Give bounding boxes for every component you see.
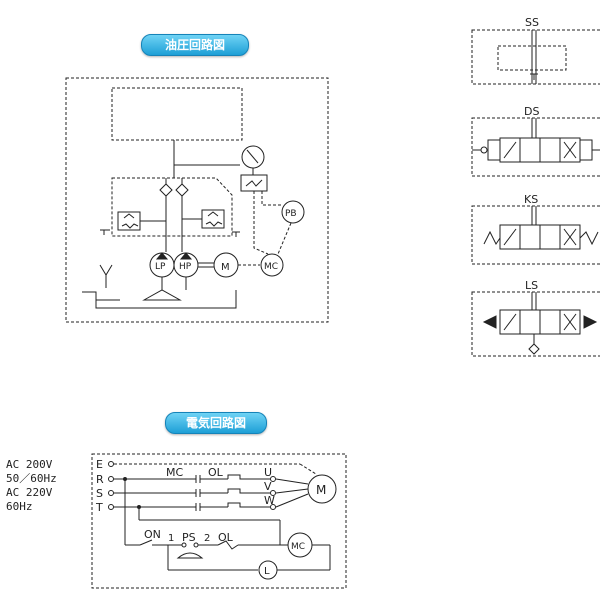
terminal-u: U <box>264 466 272 479</box>
terminal-s: S <box>96 487 103 500</box>
supply-line-3: AC 220V <box>6 486 53 499</box>
mc-coil-icon <box>260 253 284 277</box>
pressure-gauge-icon <box>241 145 265 175</box>
electrical-frame <box>91 453 347 589</box>
node-1-label: 1 <box>168 533 174 544</box>
relief-valve-icon <box>100 211 166 235</box>
pressure-switch-icon <box>240 174 268 192</box>
power-supply-text: AC 200V 50／60Hz AC 220V 60Hz <box>6 458 57 514</box>
electrical-circuit: E R S T MC OL U V W M <box>91 453 347 589</box>
mc-contact-label: MC <box>166 466 183 479</box>
motor-symbol-label: M <box>316 483 326 497</box>
mc-coil-label: MC <box>291 542 305 552</box>
on-switch-label: ON <box>144 528 161 541</box>
tank-block <box>111 87 243 141</box>
hydraulic-frame <box>65 77 329 323</box>
valve-ss <box>471 29 600 85</box>
motor-label: M <box>221 262 230 273</box>
terminal-v: V <box>264 480 272 493</box>
valve-ls <box>471 291 600 357</box>
ol-label: OL <box>208 466 224 479</box>
supply-line-2: 50／60Hz <box>6 472 57 485</box>
check-valve-icon <box>159 178 189 252</box>
pb-label: PB <box>285 209 297 219</box>
terminal-e: E <box>96 458 103 471</box>
pb-button-icon <box>281 200 305 224</box>
supply-line-1: AC 200V <box>6 458 53 471</box>
valve-ss-label: SS <box>525 16 539 29</box>
electrical-circuit-title: 電気回路図 <box>165 412 267 434</box>
hydraulic-circuit: LP HP M MC PB <box>65 77 329 323</box>
valve-ds-label: DS <box>524 105 539 118</box>
lp-label: LP <box>155 262 166 272</box>
tank-line <box>82 290 237 309</box>
node-2-label: 2 <box>204 533 210 544</box>
ol-switch-label: OL <box>218 531 234 544</box>
ps-label: PS <box>182 531 196 544</box>
lamp-label: L <box>264 566 270 577</box>
relief-valve-icon <box>182 209 240 237</box>
hydraulic-circuit-title: 油圧回路図 <box>141 34 249 56</box>
valve-ks <box>471 205 600 265</box>
motor-symbol <box>307 474 337 504</box>
mc-label: MC <box>264 262 278 272</box>
manifold-block <box>111 177 233 237</box>
terminal-w: W <box>264 494 275 507</box>
terminal-r: R <box>96 473 104 486</box>
air-breather-icon <box>99 264 113 288</box>
hp-label: HP <box>179 262 192 272</box>
valve-ds <box>471 117 600 177</box>
supply-line-4: 60Hz <box>6 500 33 513</box>
valve-ls-label: LS <box>525 279 538 292</box>
valve-ks-label: KS <box>524 193 538 206</box>
terminal-t: T <box>95 501 103 514</box>
